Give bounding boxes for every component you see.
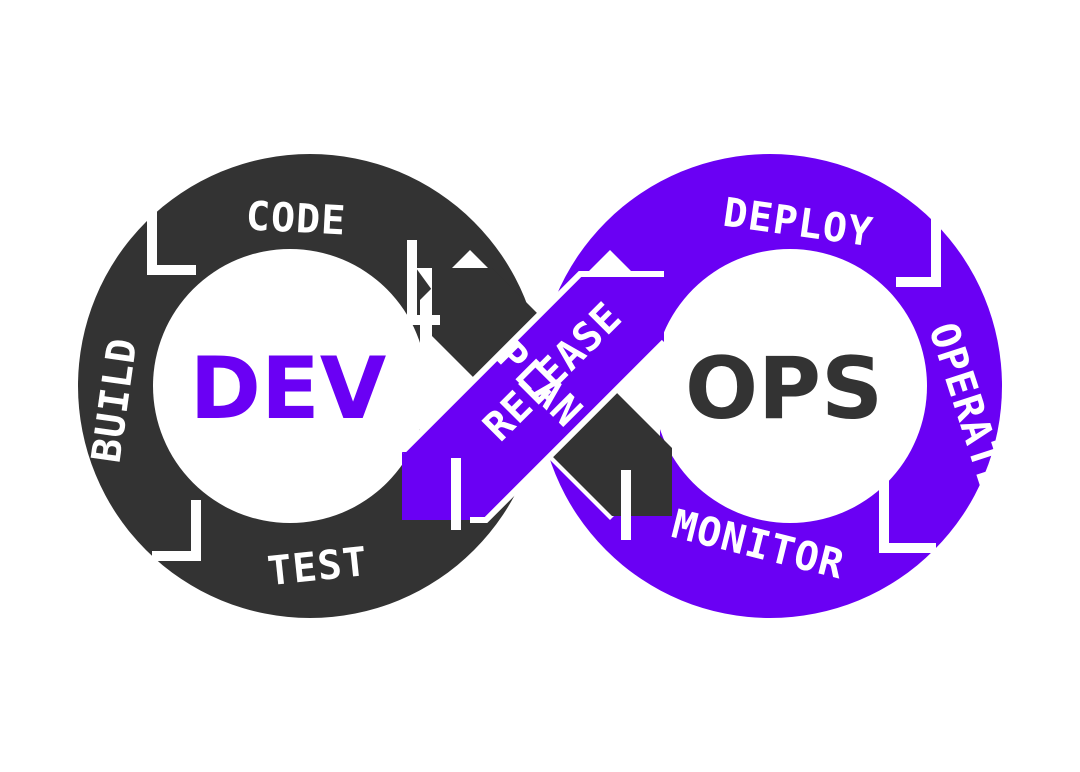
release-band-edge-top: [399, 271, 664, 455]
ops-separator-operate-monitor: [879, 470, 936, 553]
segment-test-label: TEST: [265, 539, 370, 595]
segment-code-label: CODE: [245, 193, 348, 244]
dev-ring-hole: [153, 249, 427, 523]
plan-band-notch: [416, 268, 432, 290]
dev-center-label: DEV: [190, 339, 387, 439]
dev-separator-code-build: [147, 210, 196, 275]
release-band-edge-bottom: [470, 339, 667, 523]
ops-center-label: OPS: [685, 339, 883, 439]
ops-ring-hole: [653, 249, 927, 523]
ops-separator-deploy-operate: [896, 208, 941, 287]
dev-separator-build-test: [152, 500, 201, 561]
dev-separator-code-plan: [407, 240, 440, 325]
